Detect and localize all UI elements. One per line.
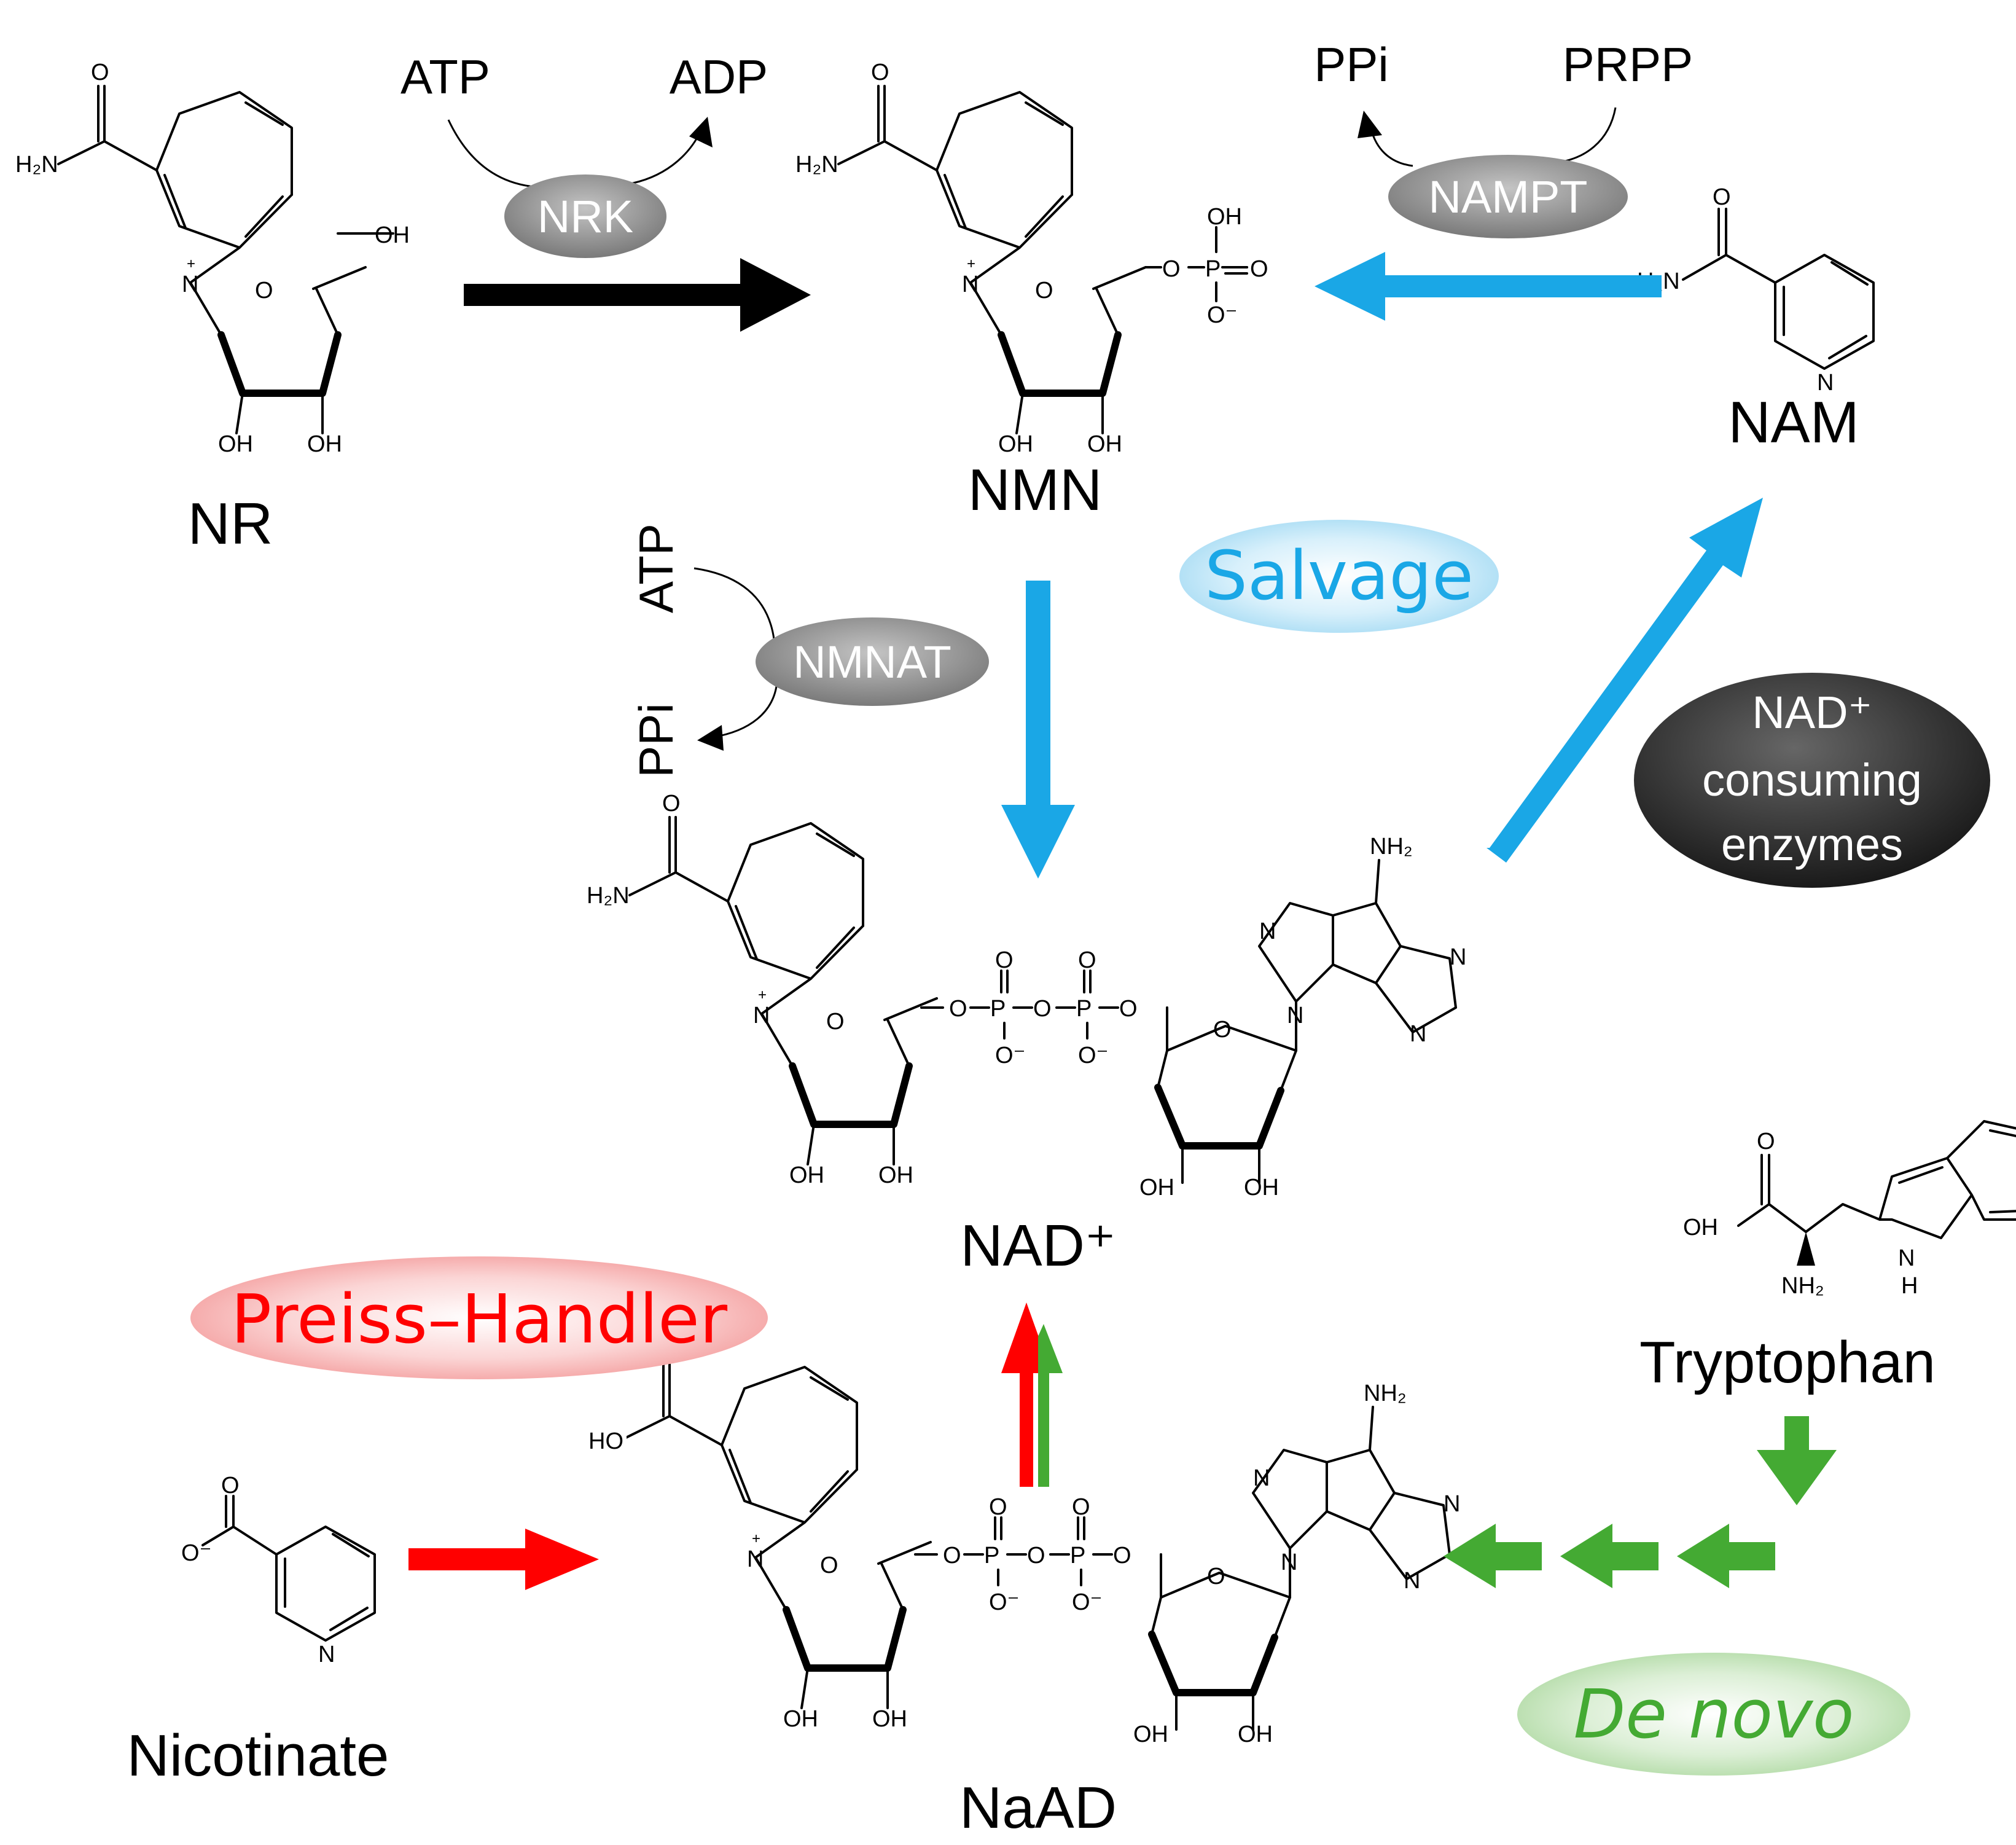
svg-text:NMNAT: NMNAT [793,637,951,687]
nmnat-ppi-label: PPi [629,703,683,777]
svg-text:O: O [1250,256,1268,282]
arrow-nmn-to-nad [1001,581,1075,879]
svg-text:O: O [221,1473,240,1498]
svg-text:consuming: consuming [1702,754,1922,805]
nrk-atp-label: ATP [400,50,490,104]
arrow-de-novo-steps [1444,1524,1775,1588]
nam-label: NAM [1728,390,1859,455]
arrow-tryptophan-down [1757,1416,1837,1505]
svg-text:Preiss–Handler: Preiss–Handler [231,1280,728,1358]
svg-text:HO: HO [588,1428,623,1454]
svg-text:Salvage: Salvage [1205,536,1474,615]
svg-text:N: N [318,1642,335,1667]
nad-consuming-enzymes: NAD⁺ consuming enzymes [1634,673,1990,888]
arrow-nr-to-nmn [464,258,811,332]
svg-text:enzymes: enzymes [1721,819,1903,870]
nampt-enzyme: NAMPT [1388,155,1628,238]
nmn-label: NMN [968,457,1103,523]
naad-label: NaAD [959,1775,1117,1841]
svg-text:O⁻: O⁻ [181,1540,212,1566]
svg-text:NH₂: NH₂ [1781,1273,1824,1299]
nmnat-atp-label: ATP [629,523,683,613]
nam-structure: O H₂N N [1637,184,1875,396]
tryptophan-structure: O OH NH₂ N H [1683,1120,2016,1299]
svg-text:N: N [1817,370,1834,396]
svg-text:O: O [1757,1129,1775,1154]
svg-text:OH: OH [1207,204,1242,230]
de-novo-pathway-label: De novo [1517,1653,1910,1776]
svg-text:O⁻: O⁻ [1207,302,1238,328]
nmnat-enzyme: NMNAT [756,617,989,706]
arrow-naad-to-nad-green [1038,1324,1063,1487]
nr-label: NR [188,491,273,557]
svg-text:De novo: De novo [1574,1675,1854,1753]
svg-text:P: P [1205,256,1221,282]
nad-label: NAD⁺ [960,1213,1115,1279]
nmnat-cofactor-curve [693,567,778,751]
nicotinate-structure: O O⁻ N [181,1473,376,1667]
nmn-structure: O P OH O O⁻ [795,60,1268,457]
salvage-pathway-label: Salvage [1179,520,1499,633]
preiss-handler-pathway-label: Preiss–Handler [190,1256,768,1379]
svg-text:H: H [1901,1273,1918,1299]
arrow-nam-to-nmn [1315,252,1662,321]
nrk-adp-label: ADP [670,50,768,104]
svg-text:OH: OH [1683,1215,1718,1240]
nr-structure: OH [15,60,410,457]
nampt-ppi-label: PPi [1314,37,1388,92]
nampt-prpp-label: PRPP [1563,37,1693,92]
svg-text:O: O [1162,256,1181,282]
svg-text:OH: OH [375,222,410,248]
arrow-nad-to-nam [1487,498,1763,863]
arrow-nicotinate-to-naad [408,1529,599,1590]
svg-text:N: N [1898,1245,1915,1271]
svg-text:O: O [1713,184,1731,210]
svg-text:NAD⁺: NAD⁺ [1752,687,1872,738]
naad-structure: HO [571,1334,1460,1747]
svg-text:NAMPT: NAMPT [1429,171,1588,222]
nrk-enzyme: NRK [504,174,666,258]
tryptophan-label: Tryptophan [1639,1330,1936,1395]
svg-text:NRK: NRK [537,191,633,242]
nicotinate-label: Nicotinate [127,1723,389,1788]
